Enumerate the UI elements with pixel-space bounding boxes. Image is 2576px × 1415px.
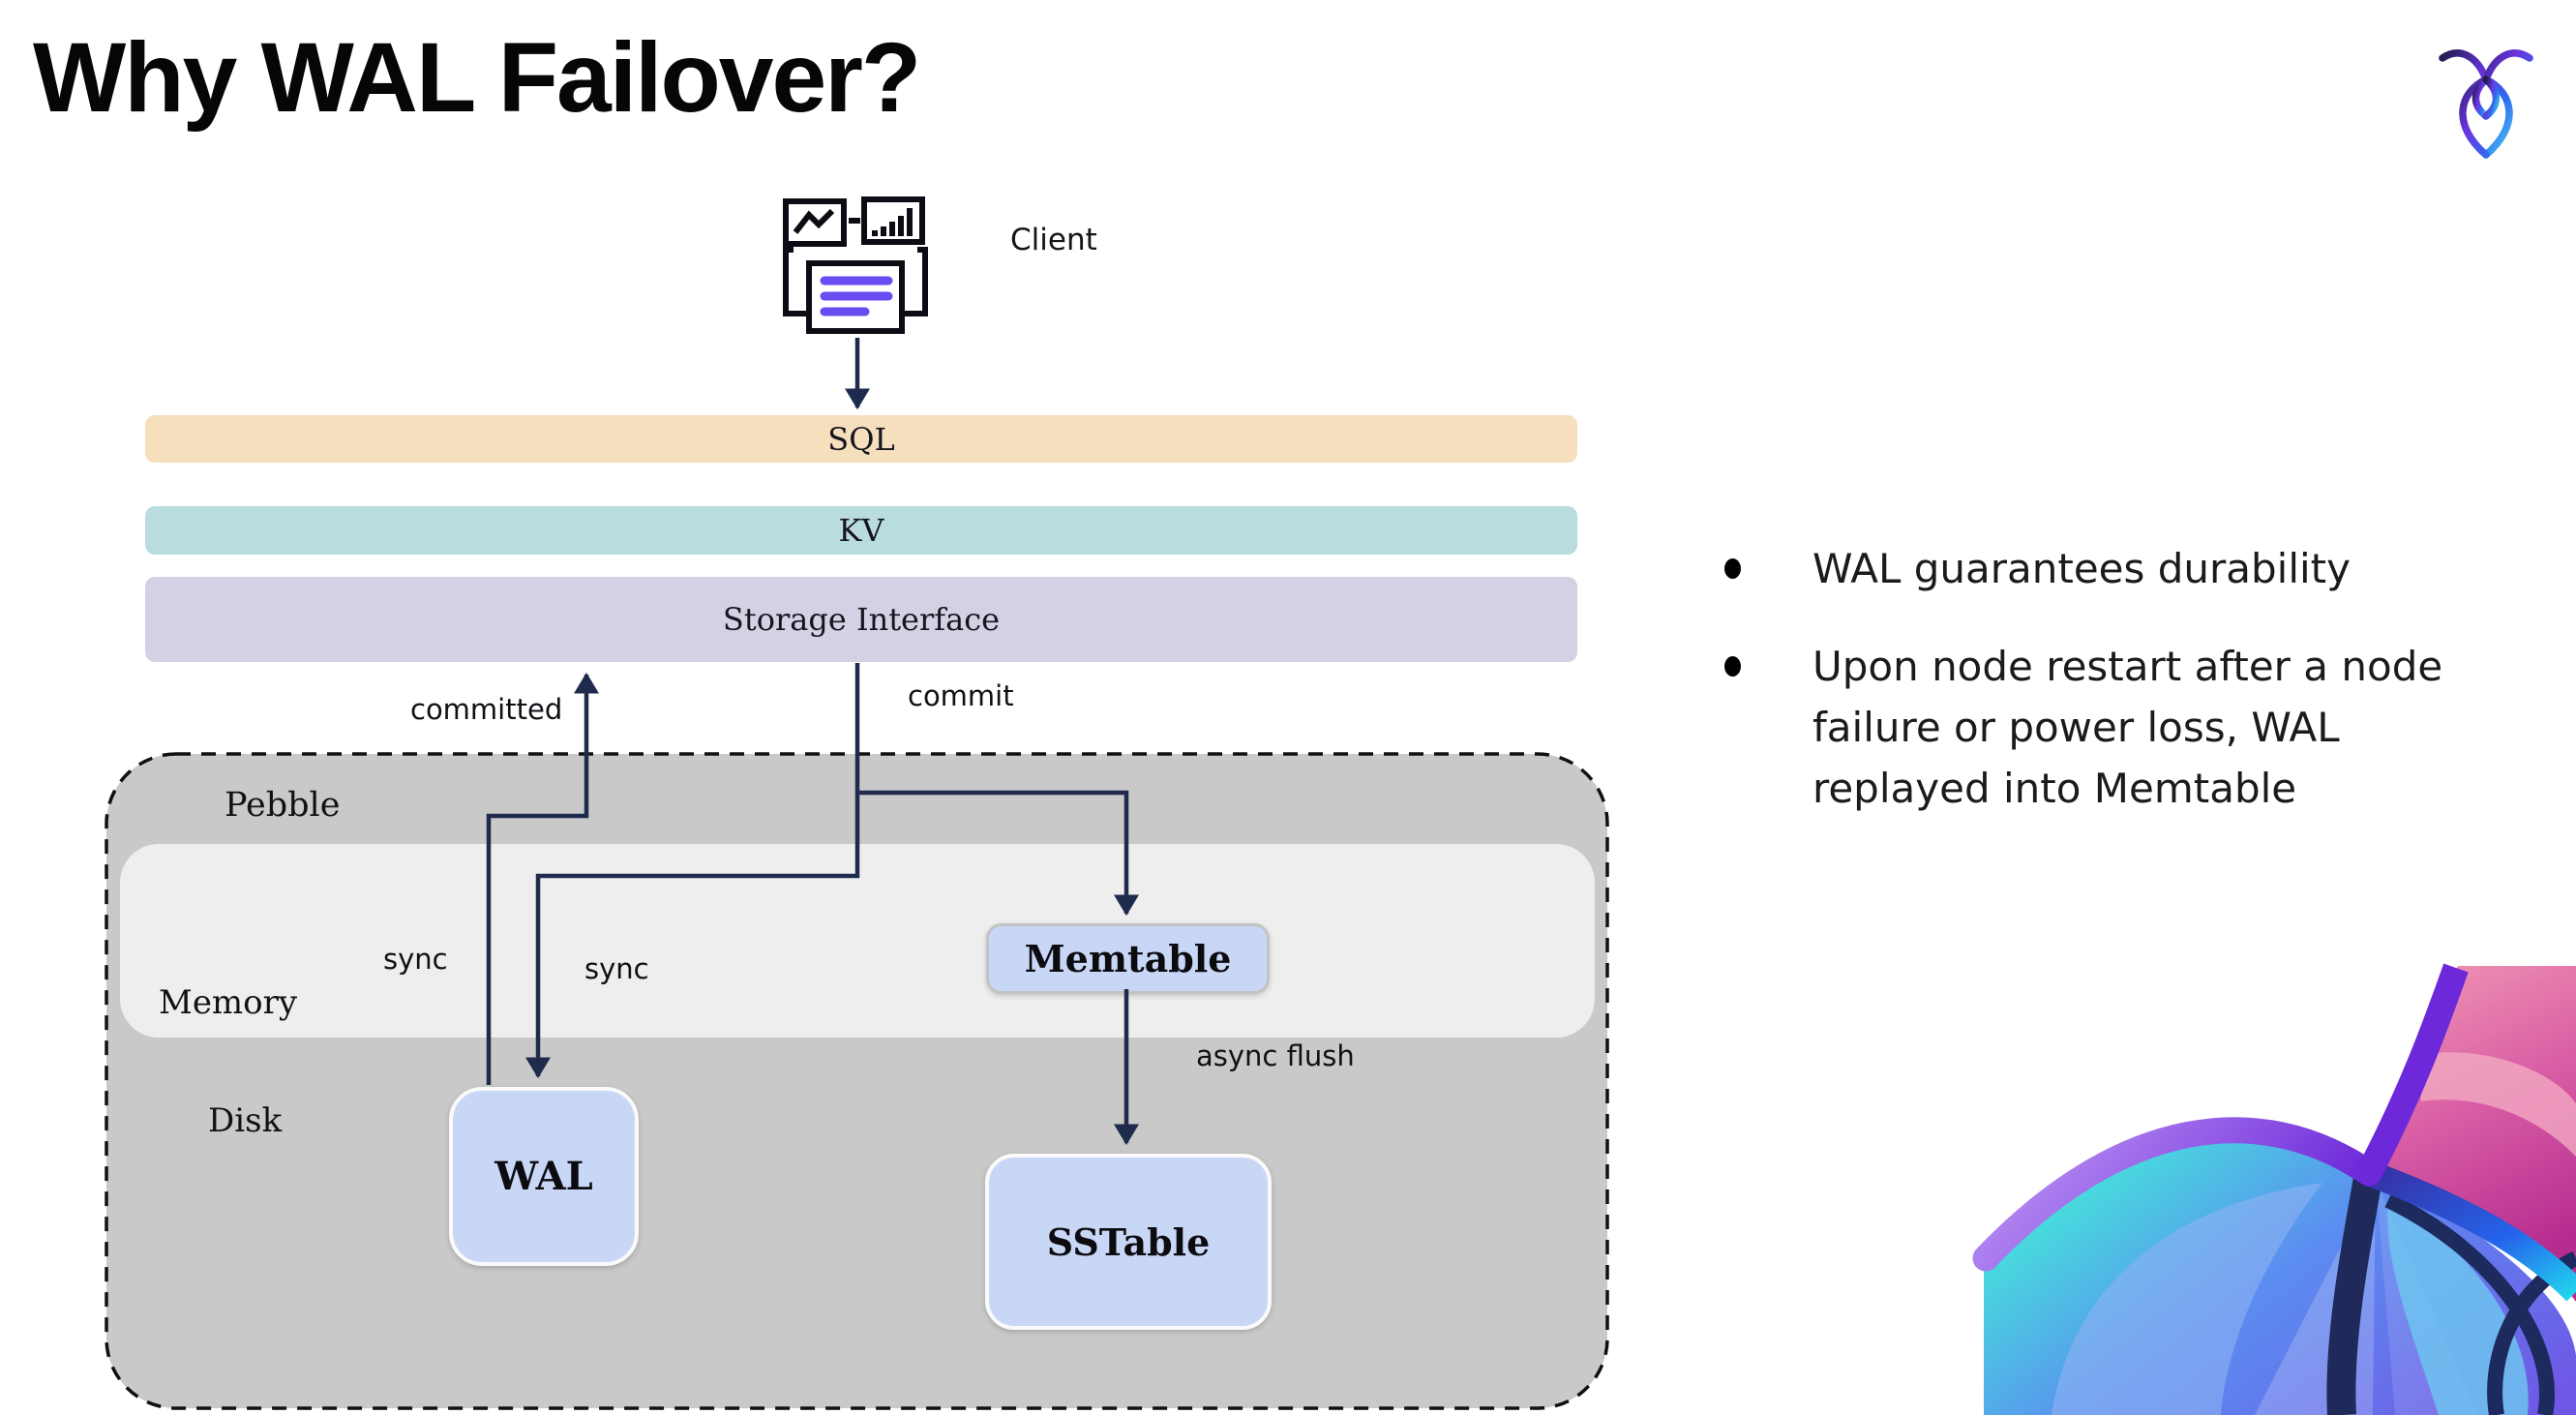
edge-label-async-flush: async flush <box>1196 1039 1355 1072</box>
bar-chart-icon <box>861 196 925 245</box>
bullet-text: Upon node restart after a node failure o… <box>1812 643 2443 812</box>
disk-label: Disk <box>208 1101 283 1140</box>
cockroach-abstract-artwork <box>1972 963 2576 1415</box>
node-wal-label: WAL <box>494 1154 593 1199</box>
list-item: WAL guarantees durability <box>1724 538 2576 599</box>
layer-sql: SQL <box>145 415 1577 463</box>
pebble-label: Pebble <box>225 786 341 825</box>
client-label: Client <box>1010 223 1097 257</box>
layer-kv: KV <box>145 506 1577 555</box>
bullet-dot-icon <box>1724 656 1741 677</box>
layer-storage-interface-label: Storage Interface <box>722 601 1001 638</box>
edge-label-committed: committed <box>410 693 563 726</box>
memory-label: Memory <box>159 983 298 1022</box>
node-memtable-label: Memtable <box>1024 937 1232 980</box>
cockroachdb-logo-icon <box>2439 49 2533 159</box>
bullet-text: WAL guarantees durability <box>1812 545 2351 592</box>
layer-storage-interface: Storage Interface <box>145 577 1577 662</box>
edge-label-sync-left: sync <box>383 943 448 976</box>
memory-region <box>120 844 1595 1038</box>
page-title: Why WAL Failover? <box>33 22 921 133</box>
node-wal: WAL <box>449 1087 639 1266</box>
client-devices-icon <box>783 196 928 334</box>
edge-label-commit: commit <box>908 679 1014 712</box>
node-sstable-label: SSTable <box>1046 1219 1211 1264</box>
node-memtable: Memtable <box>986 923 1270 994</box>
list-item: Upon node restart after a node failure o… <box>1724 636 2576 819</box>
line-chart-icon <box>783 198 847 247</box>
bullet-dot-icon <box>1724 558 1741 579</box>
node-sstable: SSTable <box>985 1154 1272 1330</box>
bullet-list: WAL guarantees durability Upon node rest… <box>1724 538 2576 856</box>
layer-sql-label: SQL <box>827 420 895 458</box>
edge-label-sync-right: sync <box>584 952 649 985</box>
layer-kv-label: KV <box>838 512 884 549</box>
